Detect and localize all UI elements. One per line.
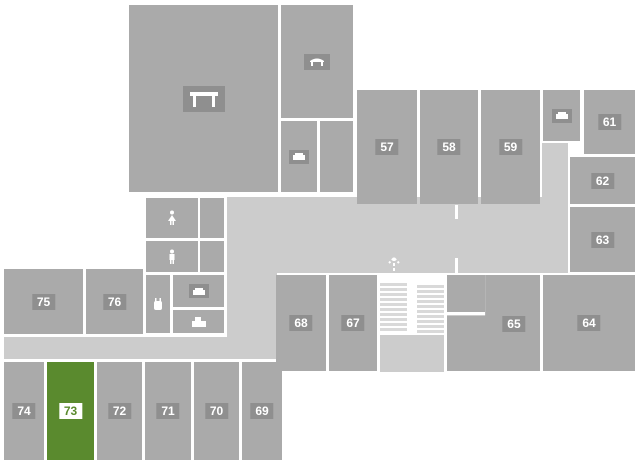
- corridor-west: [227, 197, 277, 337]
- room-small-east[interactable]: [447, 275, 485, 312]
- room-label: 68: [289, 315, 313, 331]
- room-label: 76: [102, 293, 127, 310]
- room-70[interactable]: 70: [194, 362, 239, 460]
- room-baby-changing[interactable]: [146, 275, 170, 333]
- room-copier[interactable]: [173, 310, 224, 333]
- room-label: 62: [590, 172, 615, 189]
- room-label: 70: [204, 403, 229, 419]
- room-74[interactable]: 74: [4, 362, 44, 460]
- room-storage-2[interactable]: [200, 241, 224, 272]
- room-67[interactable]: 67: [329, 275, 377, 371]
- room-label: 67: [341, 315, 365, 331]
- stairs-up-arrow-icon: [387, 257, 401, 277]
- printer-icon: [551, 108, 572, 123]
- room-label: 73: [58, 403, 83, 419]
- room-label: 75: [31, 293, 56, 310]
- room-womens-restroom[interactable]: [146, 198, 198, 238]
- staircase-left: [380, 283, 407, 333]
- room-64[interactable]: 64: [543, 275, 635, 371]
- printer-icon: [188, 284, 209, 298]
- room-68[interactable]: 68: [276, 275, 326, 371]
- room-73-selected[interactable]: 73: [47, 362, 94, 460]
- room-label: 74: [12, 403, 36, 419]
- room-label: 64: [577, 315, 601, 331]
- baby-changing-icon: [153, 297, 163, 311]
- copier-icon: [190, 316, 208, 328]
- room-59[interactable]: 59: [481, 90, 540, 204]
- room-76[interactable]: 76: [86, 269, 143, 334]
- room-meeting[interactable]: [281, 5, 353, 118]
- conference-table-icon: [182, 85, 225, 112]
- room-printer-mid[interactable]: [173, 275, 224, 307]
- room-storage-upper[interactable]: [320, 121, 353, 192]
- room-63[interactable]: 63: [570, 207, 635, 272]
- room-75[interactable]: 75: [4, 269, 83, 334]
- room-printer-east[interactable]: [543, 90, 580, 141]
- room-57[interactable]: 57: [357, 90, 417, 204]
- corridor-bottom: [4, 337, 276, 359]
- corridor-partition: [455, 258, 458, 273]
- meeting-table-icon: [304, 53, 330, 70]
- room-72[interactable]: 72: [97, 362, 142, 460]
- corridor-partition: [455, 205, 458, 219]
- room-58[interactable]: 58: [420, 90, 478, 204]
- room-71[interactable]: 71: [145, 362, 191, 460]
- corridor-main: [227, 197, 568, 273]
- room-label: 59: [498, 139, 523, 155]
- room-61[interactable]: 61: [584, 90, 635, 154]
- printer-icon: [289, 149, 309, 164]
- room-label: 57: [375, 139, 399, 155]
- room-label: 63: [590, 231, 615, 248]
- staircase-right: [417, 283, 444, 333]
- room-label: 71: [156, 403, 180, 419]
- stair-landing: [380, 335, 444, 372]
- room-printer-upper[interactable]: [281, 121, 317, 192]
- room-storage-1[interactable]: [200, 198, 224, 238]
- room-label: 72: [107, 403, 132, 419]
- room-69[interactable]: 69: [242, 362, 282, 460]
- room-label: 58: [437, 139, 461, 155]
- room-label: 65: [502, 315, 526, 332]
- room-conference[interactable]: [129, 5, 278, 192]
- male-restroom-icon: [167, 249, 177, 265]
- room-mens-restroom[interactable]: [146, 241, 198, 272]
- room-label: 61: [597, 114, 622, 130]
- room-62[interactable]: 62: [570, 157, 635, 204]
- female-restroom-icon: [167, 210, 177, 226]
- room-label: 69: [250, 403, 274, 419]
- corridor-east: [542, 143, 568, 273]
